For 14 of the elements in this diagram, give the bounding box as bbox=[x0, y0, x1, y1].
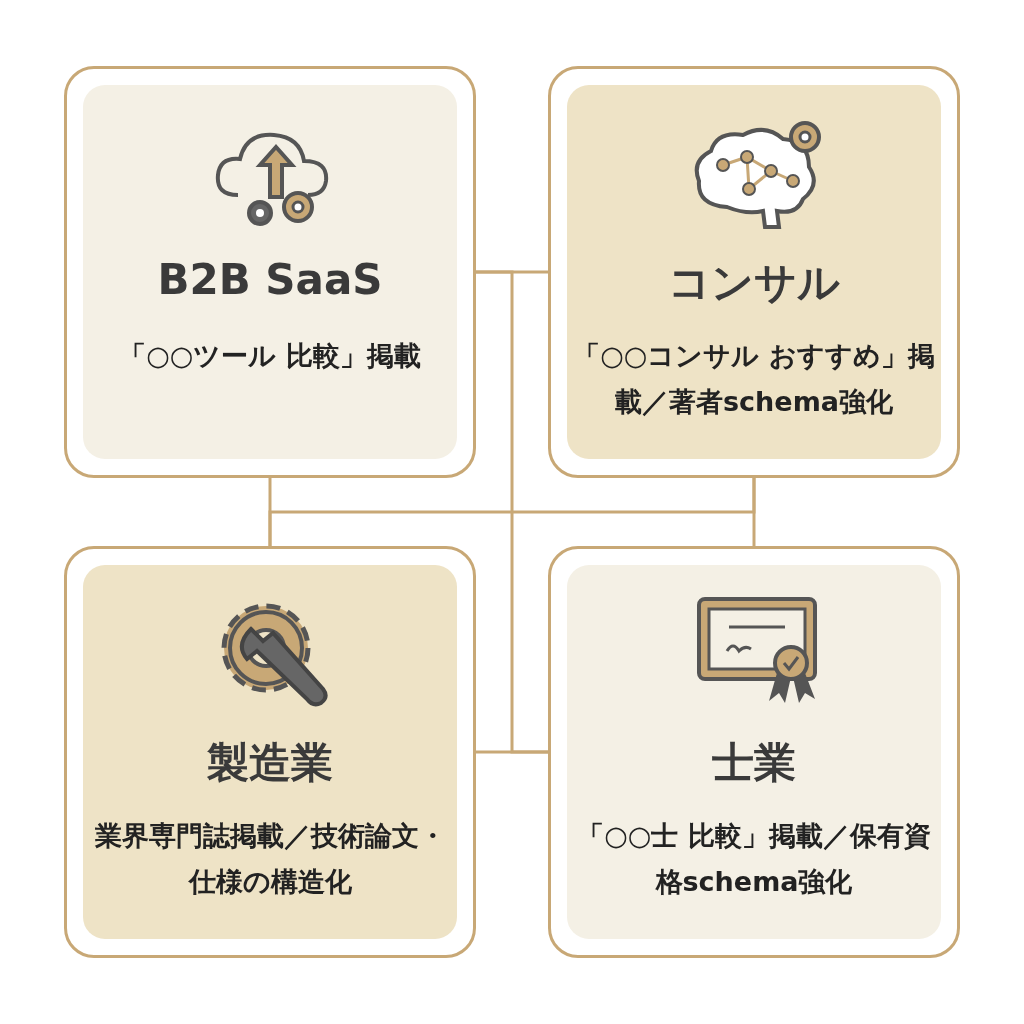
card-description: 「○○コンサル おすすめ」掲載／著者schema強化 bbox=[572, 339, 936, 419]
card-description: 「○○ツール 比較」掲載 bbox=[118, 339, 422, 373]
category-card bbox=[548, 546, 960, 958]
card-title: コンサル bbox=[667, 257, 841, 309]
connector-line bbox=[476, 270, 548, 754]
category-card bbox=[548, 66, 960, 478]
card-title: B2B SaaS bbox=[156, 255, 384, 304]
card-description: 「○○士 比較」掲載／保有資格schema強化 bbox=[576, 819, 932, 899]
card-title: 製造業 bbox=[206, 737, 334, 789]
card-title: 士業 bbox=[711, 737, 797, 789]
connector-line bbox=[268, 478, 756, 546]
category-card bbox=[64, 546, 476, 958]
category-card bbox=[64, 66, 476, 478]
card-description: 業界専門誌掲載／技術論文・仕様の構造化 bbox=[93, 819, 447, 899]
